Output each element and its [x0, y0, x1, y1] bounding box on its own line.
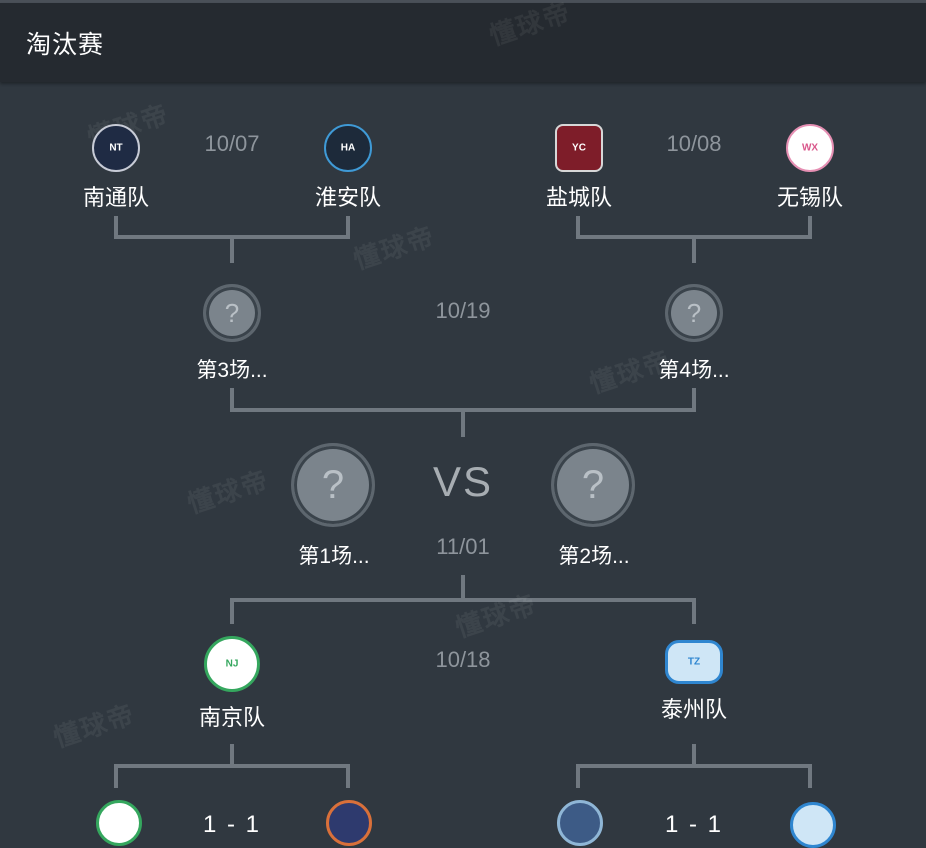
team-name: 泰州队: [660, 697, 727, 722]
question-mark: ?: [581, 462, 605, 507]
bracket-line: [230, 598, 696, 624]
bracket-line: [576, 744, 696, 788]
unknown-finalist-icon[interactable]: ?: [551, 443, 635, 527]
page-title: 淘汰赛: [26, 31, 105, 59]
team-yancheng[interactable]: YC 盐城队: [494, 124, 664, 212]
team-logo-icon: TZ: [665, 640, 723, 684]
match-date: 11/01: [436, 534, 490, 559]
unknown-team-icon[interactable]: ?: [665, 284, 723, 342]
bracket-line: [232, 764, 350, 788]
team-wuxi[interactable]: WX 无锡队: [725, 124, 895, 212]
team-logo-icon: YC: [555, 124, 603, 172]
bracket-line: [694, 764, 812, 788]
team-huaian[interactable]: HA 淮安队: [263, 124, 433, 212]
team-logo-icon[interactable]: [96, 800, 142, 846]
match-date: 10/19: [435, 298, 491, 323]
match-placeholder-label[interactable]: 第1场...: [298, 545, 370, 568]
team-logo-icon: NJ: [204, 636, 260, 692]
team-nanjing[interactable]: NJ 南京队: [147, 636, 317, 732]
match-placeholder-label[interactable]: 第2场...: [558, 545, 630, 568]
team-logo-icon: HA: [324, 124, 372, 172]
page-header: 淘汰赛: [0, 3, 926, 82]
team-logo-icon[interactable]: [557, 800, 603, 846]
question-mark: ?: [686, 297, 702, 328]
match-score[interactable]: 1 - 1: [202, 811, 262, 838]
unknown-finalist-icon[interactable]: ?: [291, 443, 375, 527]
top-divider: [0, 0, 926, 3]
team-name: 淮安队: [314, 185, 381, 210]
team-logo-icon: NT: [92, 124, 140, 172]
team-name: 南京队: [198, 705, 265, 730]
unknown-team-icon[interactable]: ?: [203, 284, 261, 342]
bracket-line: [114, 744, 234, 788]
team-logo-icon[interactable]: [790, 802, 836, 848]
bracket-line: [114, 216, 350, 239]
team-name: 南通队: [82, 185, 149, 210]
team-name: 盐城队: [545, 185, 612, 210]
match-placeholder-label[interactable]: 第4场...: [658, 359, 730, 382]
match-date: 10/08: [666, 131, 722, 156]
match-date: 10/18: [435, 647, 491, 672]
match-date: 10/07: [204, 131, 260, 156]
question-mark: ?: [321, 462, 345, 507]
versus-text: VS: [432, 458, 494, 505]
team-taizhou[interactable]: TZ 泰州队: [609, 640, 779, 724]
team-logo-icon[interactable]: [326, 800, 372, 846]
question-mark: ?: [224, 297, 240, 328]
match-score[interactable]: 1 - 1: [664, 811, 724, 838]
bracket-line: [576, 216, 812, 239]
team-name: 无锡队: [776, 185, 843, 210]
team-logo-icon: WX: [786, 124, 834, 172]
match-placeholder-label[interactable]: 第3场...: [196, 359, 268, 382]
team-nantong[interactable]: NT 南通队: [31, 124, 201, 212]
